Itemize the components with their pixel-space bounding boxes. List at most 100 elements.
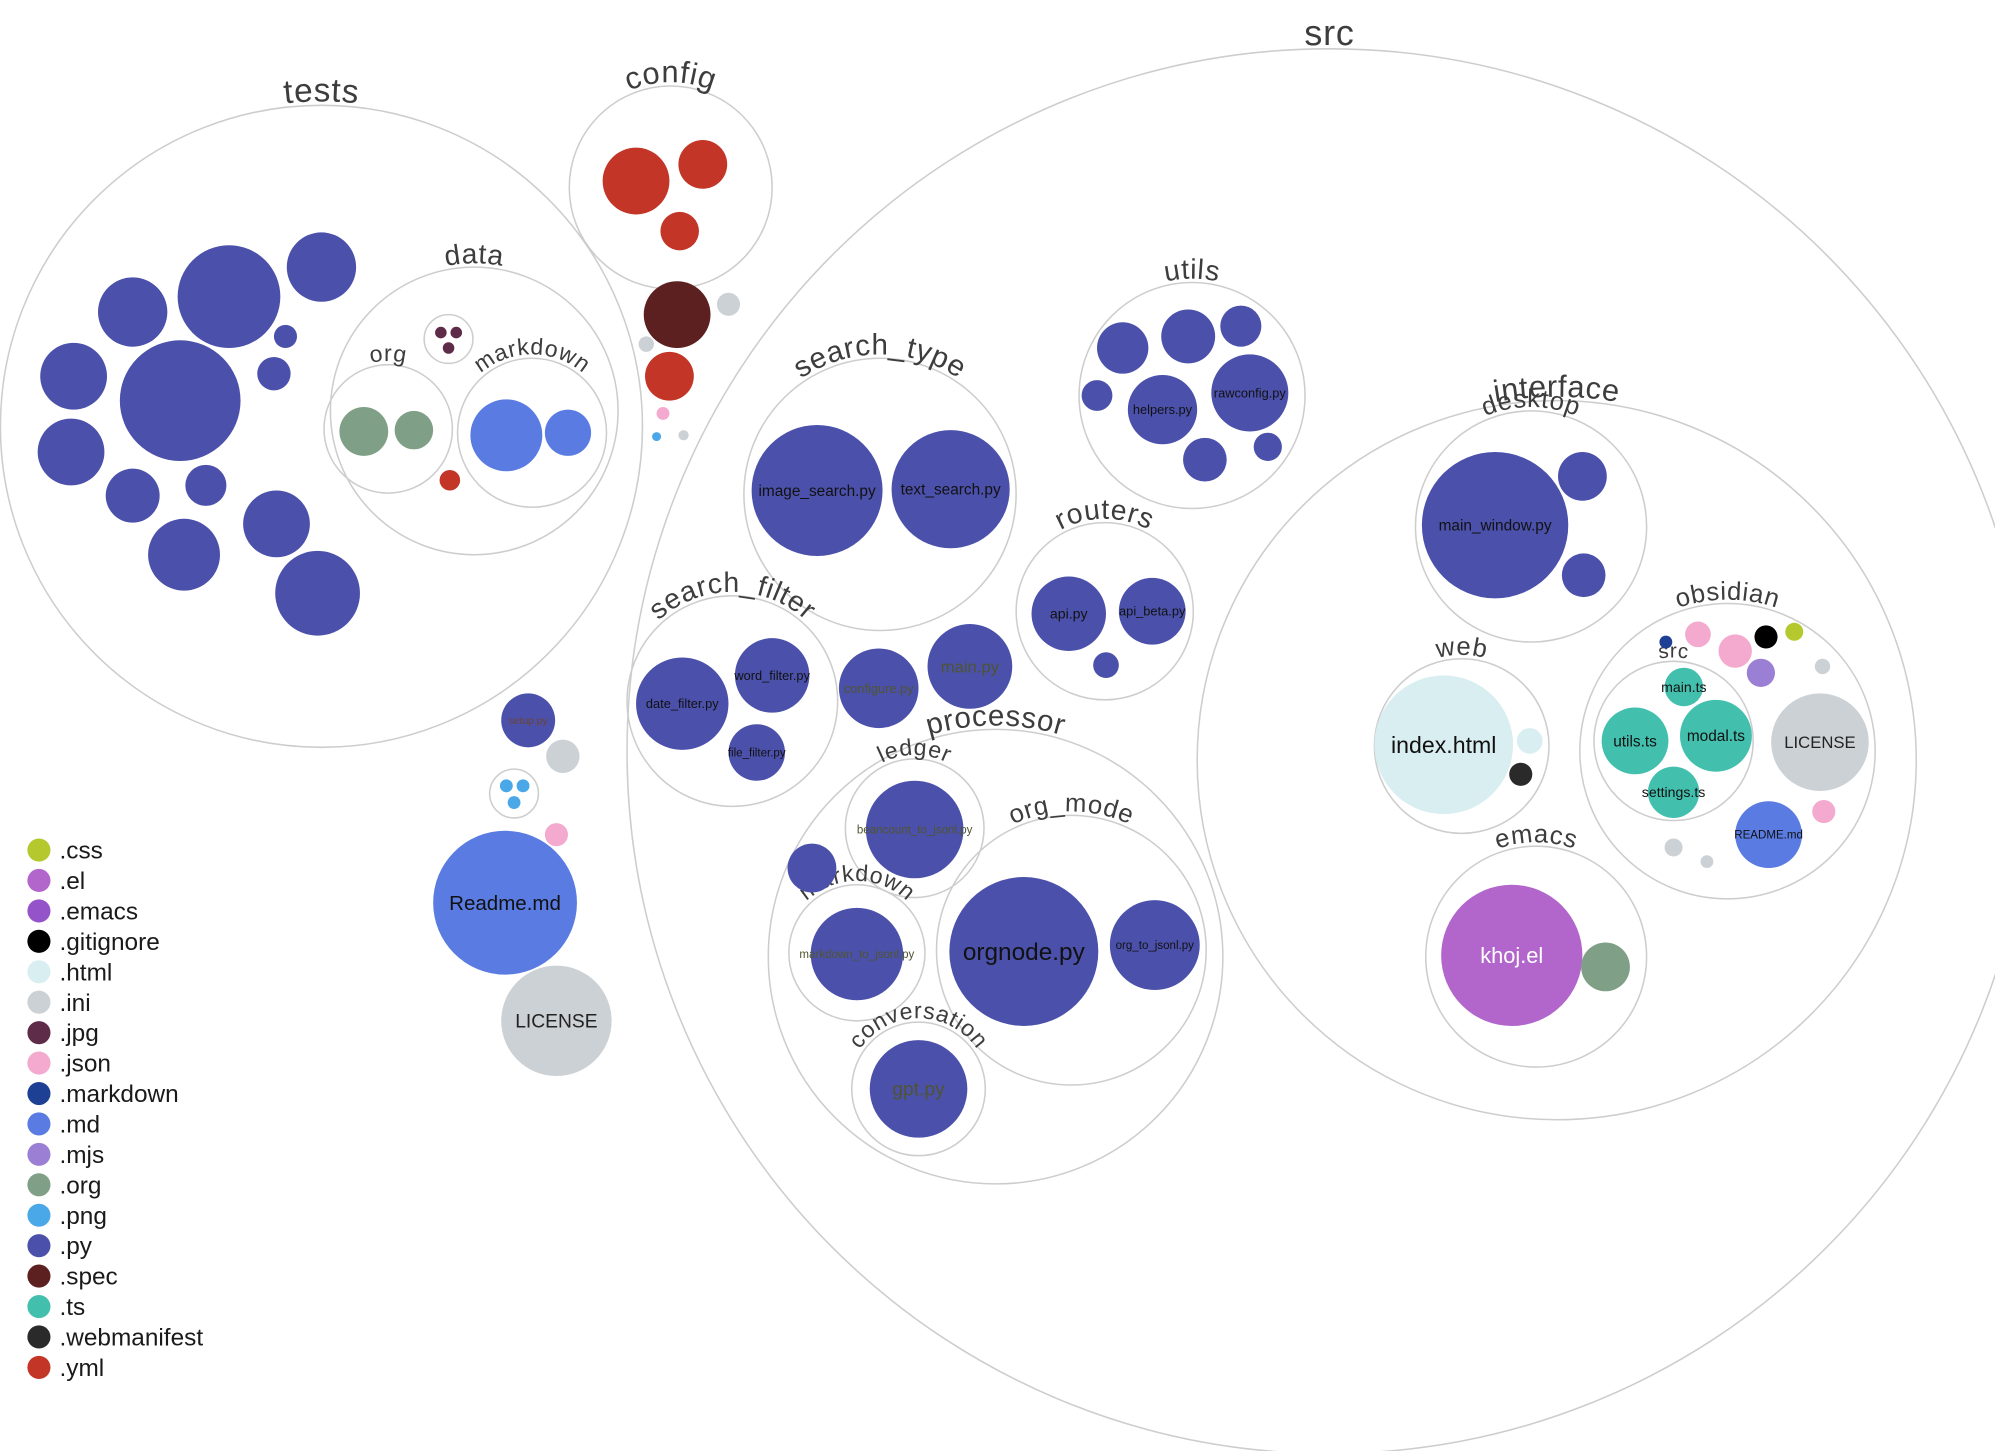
file-main-ts: main.ts xyxy=(1661,667,1707,707)
file-markdown_to_jsonl-py: markdown_to_jsonl.py xyxy=(799,907,915,1001)
legend-swatch-webmanifest xyxy=(27,1325,51,1349)
folder-circle-processor-markdown xyxy=(788,883,926,1022)
file-tests-py-13 xyxy=(273,324,298,348)
file-circle-tests-py-9 xyxy=(185,464,227,506)
file-circle-text_search-py xyxy=(891,430,1010,549)
file-circle-data-jpg-1 xyxy=(435,326,447,339)
file-obsidian-ini-1 xyxy=(1814,658,1831,675)
file-label-image_search-py: image_search.py xyxy=(758,483,876,500)
file-circle-modal-ts xyxy=(1679,699,1752,772)
file-khoj-el: khoj.el xyxy=(1441,884,1583,1026)
legend-swatch-jpg xyxy=(27,1021,51,1045)
file-circle-api-py xyxy=(1031,576,1107,652)
folder-label-org_mode: org_mode xyxy=(1005,789,1139,830)
legend-label-css: .css xyxy=(59,838,102,865)
file-utils-ts: utils.ts xyxy=(1601,707,1669,775)
legend-label-emacs: .emacs xyxy=(59,898,138,925)
file-circle-utils-py-2 xyxy=(1161,309,1216,364)
file-circle-org_to_jsonl-py xyxy=(1109,900,1200,991)
legend-swatch-html xyxy=(27,960,51,984)
folder-circle-src xyxy=(626,48,1995,1451)
file-utils-py-3 xyxy=(1220,305,1262,347)
file-data-org-1 xyxy=(339,407,389,456)
file-circle-tests-py-13 xyxy=(273,324,298,348)
file-desktop-py-2 xyxy=(1557,451,1607,501)
file-root-ini-1 xyxy=(716,292,741,316)
legend-swatch-mjs xyxy=(27,1142,51,1166)
file-circle-main-ts xyxy=(1664,667,1704,707)
file-configure-py: configure.py xyxy=(838,648,919,729)
folder-label-web: web xyxy=(1433,633,1490,664)
folder-label-routers: routers xyxy=(1049,493,1160,536)
folder-circle-obsidian-src xyxy=(1593,660,1754,822)
file-web-html-2 xyxy=(1516,728,1543,754)
legend-label-md: .md xyxy=(59,1111,100,1138)
file-root-png-1 xyxy=(499,779,513,793)
file-routers-py-3 xyxy=(1093,652,1119,678)
folder-web: web xyxy=(1373,633,1550,835)
file-label-markdown_to_jsonl-py: markdown_to_jsonl.py xyxy=(799,949,914,961)
file-label-text_search-py: text_search.py xyxy=(901,482,1001,499)
file-circle-web-webmanifest xyxy=(1509,762,1533,786)
file-web-webmanifest xyxy=(1509,762,1533,786)
file-circle-root-yml xyxy=(645,351,694,401)
legend-swatch-json xyxy=(27,1051,51,1075)
folder-interface: interface xyxy=(1196,369,1918,1121)
file-circle-root-ini-2 xyxy=(638,336,655,352)
file-label-root-license: LICENSE xyxy=(515,1012,598,1033)
file-helpers-py: helpers.py xyxy=(1127,374,1198,445)
file-obsidian-gitignore xyxy=(1754,625,1778,649)
file-label-configure-py: configure.py xyxy=(844,681,914,696)
file-image_search-py: image_search.py xyxy=(751,425,883,557)
folder-label-data-org: org xyxy=(367,340,409,368)
file-obsidian-json-2 xyxy=(1718,634,1752,668)
file-circle-setup-py xyxy=(501,693,556,748)
legend: .css.el.emacs.gitignore.html.ini.jpg.jso… xyxy=(27,838,203,1382)
file-label-org_to_jsonl-py: org_to_jsonl.py xyxy=(1116,940,1195,952)
file-circle-image_search-py xyxy=(751,425,883,557)
file-root-spec xyxy=(643,281,711,348)
file-desktop-py-3 xyxy=(1561,553,1606,598)
folder-circle-interface xyxy=(1196,399,1918,1121)
folder-circle-ledger xyxy=(844,758,985,899)
folder-circle-root-png xyxy=(488,768,540,819)
file-circle-file_filter-py xyxy=(728,724,785,781)
file-tests-py-11 xyxy=(243,490,310,558)
file-utils-py-5 xyxy=(1183,437,1227,482)
legend-swatch-org xyxy=(27,1173,51,1197)
folder-label-config: config xyxy=(620,54,722,97)
file-gpt-py: gpt.py xyxy=(869,1040,968,1138)
file-circle-data-jpg-3 xyxy=(442,342,455,354)
file-obsidian-json-3 xyxy=(1812,799,1836,824)
file-circle-tests-py-2 xyxy=(98,277,168,347)
file-circle-obsidian-json-3 xyxy=(1812,799,1836,824)
folder-circle-data xyxy=(329,266,619,556)
folder-circle-data-org xyxy=(323,363,454,494)
file-data-yml xyxy=(439,469,461,491)
file-root-json-2 xyxy=(544,823,568,847)
folder-label-emacs: emacs xyxy=(1491,820,1580,855)
file-utils-py-4 xyxy=(1081,380,1113,411)
file-root-png-dot xyxy=(652,432,662,442)
file-root-png-3 xyxy=(507,796,521,809)
file-circle-obsidian-markdown xyxy=(1659,635,1673,649)
file-obsidian-readme: README.md xyxy=(1734,801,1803,869)
file-tests-py-2 xyxy=(98,277,168,347)
file-circle-tests-py-11 xyxy=(243,490,310,558)
file-label-index-html: index.html xyxy=(1391,732,1496,758)
file-label-file_filter-py: file_filter.py xyxy=(728,748,786,760)
file-root-ini-4 xyxy=(546,739,580,774)
file-circle-root-png-3 xyxy=(507,796,521,809)
folder-circle-utils xyxy=(1078,281,1306,510)
file-index-html: index.html xyxy=(1374,675,1514,815)
file-obsidian-json-1 xyxy=(1685,621,1711,648)
legend-label-png: .png xyxy=(59,1203,106,1230)
folder-circle-obsidian xyxy=(1579,602,1876,900)
legend-swatch-emacs xyxy=(27,899,51,923)
legend-label-markdown: .markdown xyxy=(59,1081,178,1108)
file-circle-obsidian-gitignore xyxy=(1754,625,1778,649)
legend-swatch-spec xyxy=(27,1264,51,1288)
file-circle-web-html-2 xyxy=(1516,728,1543,754)
folder-data-jpg xyxy=(423,313,474,365)
file-beancount_to_jsonl-py: beancount_to_jsonl.py xyxy=(857,780,973,879)
